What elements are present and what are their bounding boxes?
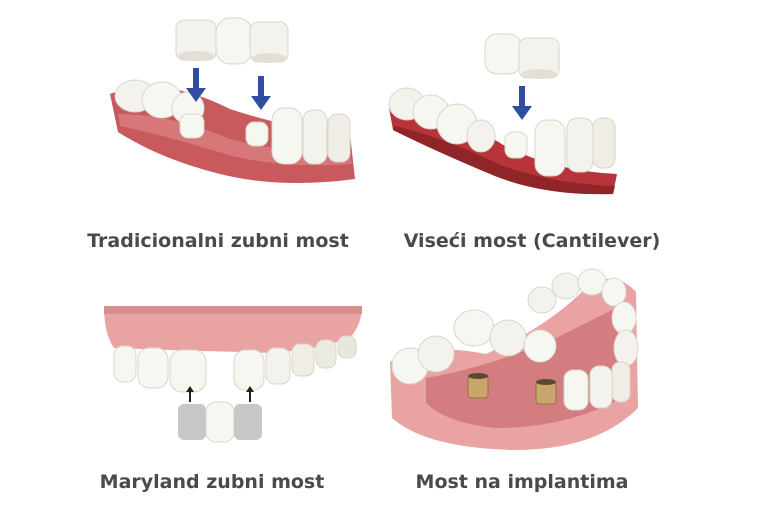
tooth xyxy=(563,369,589,411)
caption-traditional: Tradicionalni zubni most xyxy=(87,230,349,252)
tooth xyxy=(315,339,337,369)
tooth xyxy=(337,335,357,359)
caption-maryland: Maryland zubni most xyxy=(99,471,325,493)
maryland-bridge-svg xyxy=(104,306,362,443)
tooth xyxy=(566,117,594,173)
tooth xyxy=(592,117,616,169)
caption-implant: Most na implantima xyxy=(415,471,629,493)
tooth xyxy=(589,365,613,409)
tooth xyxy=(137,347,169,389)
gum xyxy=(104,306,362,353)
molar xyxy=(417,335,455,373)
tooth xyxy=(291,343,315,377)
tooth xyxy=(601,277,627,307)
implant-bridge-illustration xyxy=(386,258,642,454)
up-arrow-icon xyxy=(186,386,194,402)
tooth xyxy=(527,286,557,314)
tooth xyxy=(233,349,265,391)
gum-shade xyxy=(104,306,362,314)
tooth xyxy=(551,272,581,300)
molar xyxy=(466,119,496,153)
tooth xyxy=(302,109,328,165)
tooth xyxy=(265,347,291,385)
gum-shadow xyxy=(393,126,615,195)
tooth xyxy=(534,119,566,177)
down-arrow-icon xyxy=(186,68,206,102)
cantilever-bridge-illustration xyxy=(385,26,625,198)
bridge-crowns xyxy=(175,17,289,65)
tooth xyxy=(113,345,137,383)
implant-post xyxy=(467,373,489,399)
maryland-bridge-illustration xyxy=(100,294,370,444)
implant-bridge-svg xyxy=(390,268,639,450)
caption-cantilever: Viseći most (Cantilever) xyxy=(403,230,661,252)
up-arrow-icon xyxy=(246,386,254,402)
traditional-bridge-illustration xyxy=(100,14,360,194)
abutment-tooth xyxy=(245,121,269,147)
tooth xyxy=(611,301,637,335)
tooth xyxy=(271,107,303,165)
implant-post xyxy=(535,379,557,405)
maryland-bridge xyxy=(178,401,262,443)
abutment-tooth xyxy=(504,131,528,159)
traditional-bridge-svg xyxy=(110,17,355,183)
tooth xyxy=(613,329,639,367)
cantilever-crowns xyxy=(484,33,560,79)
down-arrow-icon xyxy=(512,86,532,120)
down-arrow-icon xyxy=(251,76,271,110)
cantilever-bridge-svg xyxy=(388,33,617,195)
tooth xyxy=(327,113,351,163)
abutment-tooth xyxy=(179,113,205,139)
tooth xyxy=(169,349,207,393)
tooth xyxy=(611,361,631,403)
implant-crowns xyxy=(453,309,557,363)
